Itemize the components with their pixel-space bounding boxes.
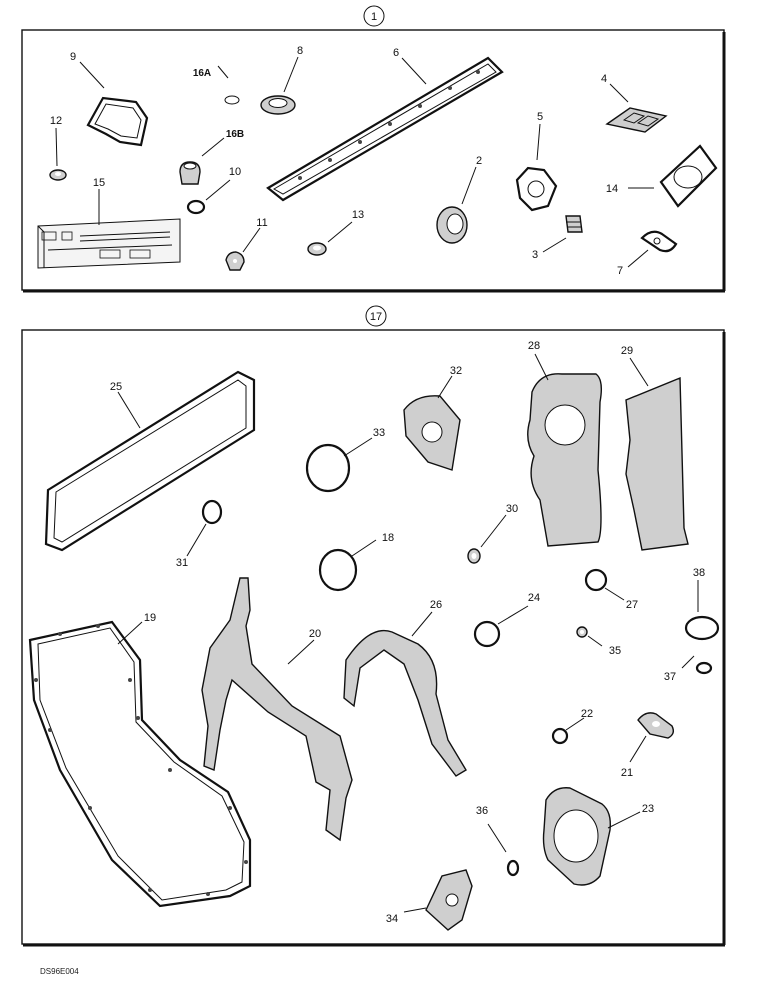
callout-24: 24 <box>528 592 540 604</box>
callout-20: 20 <box>309 628 321 640</box>
callout-7: 7 <box>617 265 623 277</box>
callout-16A: 16A <box>193 68 211 79</box>
callout-25: 25 <box>110 381 122 393</box>
callout-23: 23 <box>642 803 654 815</box>
part-16A-o-ring <box>224 95 240 105</box>
part-38-o-ring <box>684 615 720 641</box>
callout-15: 15 <box>93 177 105 189</box>
part-9-valve-cover-gasket <box>86 96 149 147</box>
callout-29: 29 <box>621 345 633 357</box>
part-18-o-ring <box>318 548 358 592</box>
top-section-marker <box>363 5 385 27</box>
part-7-gasket <box>640 230 678 253</box>
bottom-section-number: 17 <box>370 311 382 323</box>
callout-4: 4 <box>601 73 607 85</box>
part-36-o-ring <box>506 859 520 877</box>
callout-28: 28 <box>528 340 540 352</box>
callout-18: 18 <box>382 532 394 544</box>
top-section-number: 1 <box>371 11 377 23</box>
callout-11: 11 <box>256 217 267 229</box>
callout-38: 38 <box>693 567 705 579</box>
callout-10: 10 <box>229 166 241 178</box>
callout-13: 13 <box>352 209 364 221</box>
part-20-gear-housing-gasket <box>201 577 353 842</box>
callout-26: 26 <box>430 599 442 611</box>
callout-6: 6 <box>393 47 399 59</box>
part-28-water-pump-gasket <box>527 373 603 547</box>
callout-31: 31 <box>176 557 188 569</box>
callout-12: 12 <box>50 115 62 127</box>
callout-22: 22 <box>581 708 593 720</box>
part-26-front-cover-gasket <box>343 629 467 777</box>
callout-35: 35 <box>609 645 621 657</box>
callout-37: 37 <box>664 671 676 683</box>
callout-27: 27 <box>626 599 638 611</box>
part-37-o-ring <box>695 661 713 675</box>
part-27-o-ring <box>584 568 608 592</box>
part-25-oil-pan-gasket <box>44 370 256 552</box>
callout-14: 14 <box>606 183 618 195</box>
callout-36: 36 <box>476 805 488 817</box>
callout-3: 3 <box>532 249 538 261</box>
part-6-rocker-housing-gasket <box>266 56 504 202</box>
callout-5: 5 <box>537 111 543 123</box>
bottom-section-marker <box>365 305 387 327</box>
callout-8: 8 <box>297 45 303 57</box>
part-22-seal <box>551 727 569 745</box>
part-33-o-ring <box>305 443 351 493</box>
part-3-grommet <box>565 215 583 233</box>
figure-code: DS96E004 <box>40 967 79 976</box>
callout-21: 21 <box>621 767 633 779</box>
part-31-o-ring <box>201 499 223 525</box>
callout-34: 34 <box>386 913 398 925</box>
top-panel: 1 9 8 16A 6 4 12 <box>21 5 726 293</box>
part-14-exhaust-outlet-gasket <box>659 144 718 208</box>
part-19-gear-cover-gasket <box>28 620 252 908</box>
part-29-oil-cooler-gasket <box>625 376 689 551</box>
callout-30: 30 <box>506 503 518 515</box>
part-15-decal <box>37 218 181 269</box>
callout-9: 9 <box>70 51 76 63</box>
part-4-exhaust-gasket <box>605 107 668 133</box>
callout-32: 32 <box>450 365 462 377</box>
part-5-thermostat-gasket <box>515 166 558 212</box>
callout-16B: 16B <box>226 129 244 140</box>
callout-2: 2 <box>476 155 482 167</box>
bottom-panel: 17 28 29 25 32 33 30 31 <box>21 305 726 947</box>
callout-19: 19 <box>144 612 156 624</box>
part-10-washer <box>186 199 206 215</box>
callout-33: 33 <box>373 427 385 439</box>
part-24-o-ring <box>473 620 501 648</box>
